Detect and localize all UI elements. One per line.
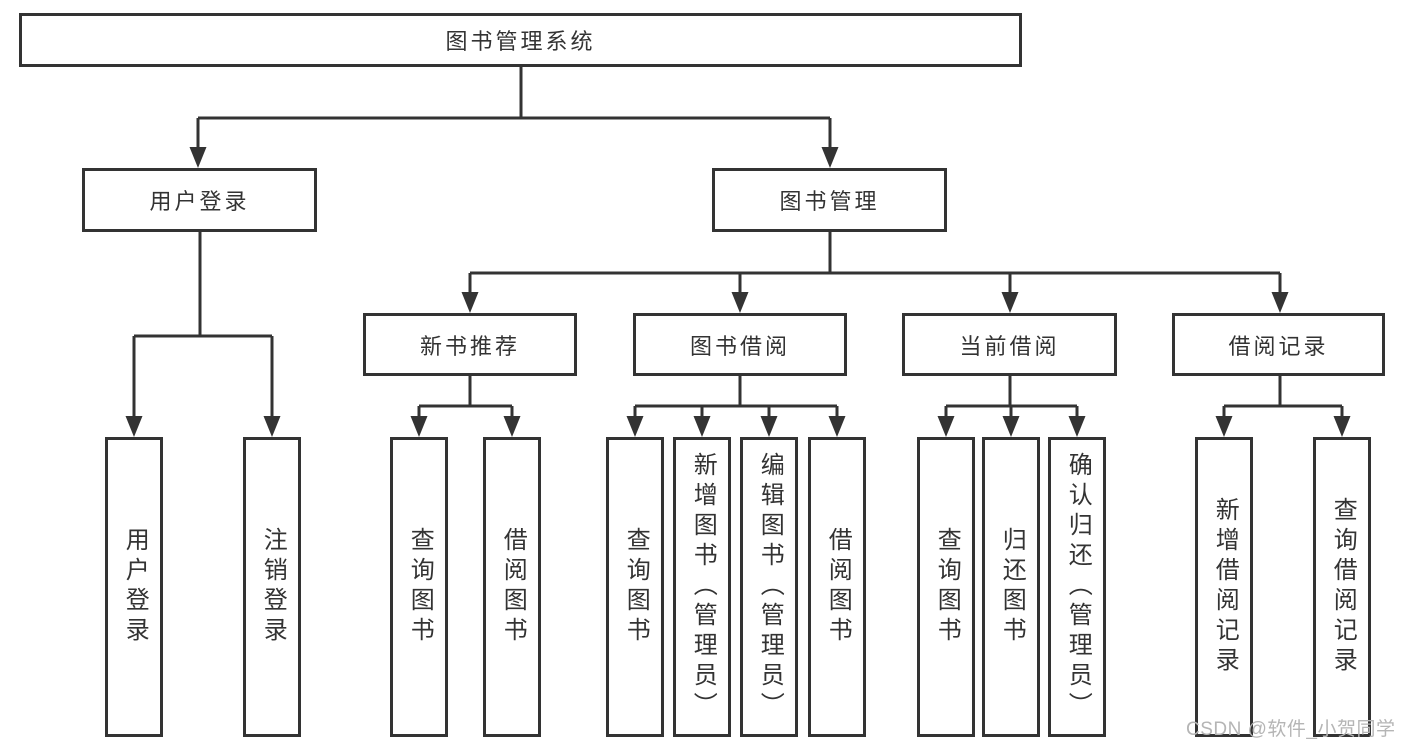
leaf-add-borrow-record-label: 新增借阅记录 (1211, 497, 1239, 677)
leaf-query-books-3: 查询图书 (917, 437, 975, 737)
node-book-borrow: 图书借阅 (633, 313, 847, 376)
leaf-user-login-label: 用户登录 (121, 527, 149, 647)
leaf-borrow-books-2: 借阅图书 (808, 437, 866, 737)
leaf-query-borrow-record: 查询借阅记录 (1313, 437, 1371, 737)
leaf-user-login: 用户登录 (105, 437, 163, 737)
node-borrow-records: 借阅记录 (1172, 313, 1385, 376)
node-new-book-recommend: 新书推荐 (363, 313, 577, 376)
connector-root-to-level2 (196, 67, 832, 148)
leaf-query-books-1: 查询图书 (390, 437, 448, 737)
leaf-query-borrow-record-label: 查询借阅记录 (1329, 497, 1357, 677)
leaf-query-books-2-label: 查询图书 (622, 527, 650, 647)
leaf-logout-login: 注销登录 (243, 437, 301, 737)
leaf-borrow-books-1: 借阅图书 (483, 437, 541, 737)
node-book-management: 图书管理 (712, 168, 947, 232)
connector-currentborrow-to-leaves (944, 376, 1079, 417)
watermark: CSDN @软件_小贺同学 (1186, 719, 1396, 740)
arrowheads (125, 147, 1351, 437)
node-library-management-system: 图书管理系统 (19, 13, 1022, 67)
leaf-return-books: 归还图书 (982, 437, 1040, 737)
leaf-query-books-2: 查询图书 (606, 437, 664, 737)
node-current-borrow: 当前借阅 (902, 313, 1117, 376)
leaf-edit-books-admin: 编辑图书（管理员） (740, 437, 798, 737)
leaf-return-books-label: 归还图书 (998, 527, 1026, 647)
leaf-borrow-books-1-label: 借阅图书 (499, 527, 527, 647)
connector-userlogin-to-leaves (132, 232, 274, 417)
leaf-edit-books-admin-label: 编辑图书（管理员） (756, 452, 784, 722)
leaf-query-books-3-label: 查询图书 (933, 527, 961, 647)
connector-bookborrow-to-leaves (633, 376, 839, 417)
leaf-borrow-books-2-label: 借阅图书 (824, 527, 852, 647)
node-user-login: 用户登录 (82, 168, 317, 232)
leaf-add-borrow-record: 新增借阅记录 (1195, 437, 1253, 737)
connector-borrowrecords-to-leaves (1222, 376, 1344, 417)
connector-newbookrec-to-leaves (417, 376, 514, 417)
connector-bookmgmt-to-level3 (468, 232, 1282, 293)
leaf-add-books-admin: 新增图书（管理员） (673, 437, 731, 737)
leaf-confirm-return-admin: 确认归还（管理员） (1048, 437, 1106, 737)
leaf-add-books-admin-label: 新增图书（管理员） (689, 452, 717, 722)
leaf-confirm-return-admin-label: 确认归还（管理员） (1064, 452, 1092, 722)
leaf-logout-login-label: 注销登录 (259, 527, 287, 647)
leaf-query-books-1-label: 查询图书 (406, 527, 434, 647)
